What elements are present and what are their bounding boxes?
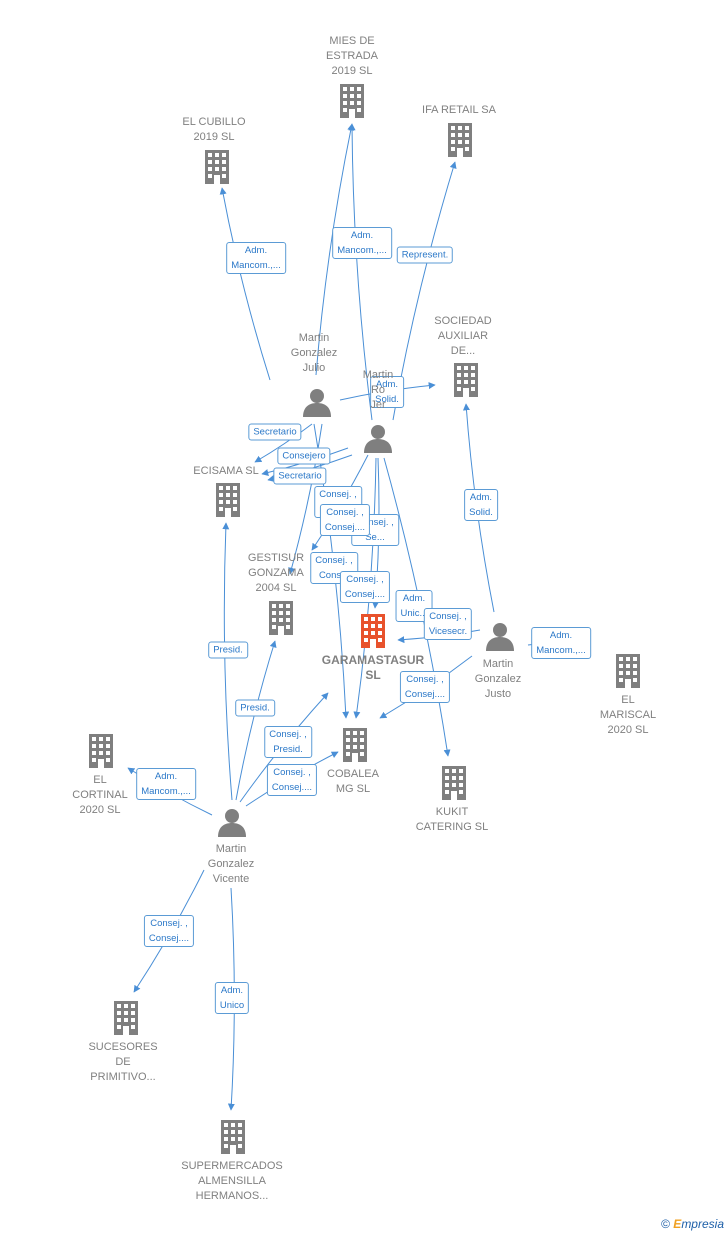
node-label-julio[interactable]: Martin Gonzalez Julio <box>290 332 338 374</box>
node-label-cobalea[interactable]: COBALEA MG SL <box>327 768 379 795</box>
node-label-sucesores[interactable]: SUCESORES DE PRIMITIVO... <box>88 1041 158 1083</box>
edge-role-label[interactable]: Consej. , Vicesecr. <box>423 608 473 640</box>
person-icon[interactable] <box>486 623 514 651</box>
building-icon[interactable] <box>114 1001 138 1035</box>
building-icon[interactable] <box>216 483 240 517</box>
edge-role-label[interactable]: Presid. <box>235 699 275 717</box>
edge-jer-to-mies <box>348 123 373 421</box>
brand-name: mpresia <box>681 1217 724 1231</box>
node-label-ifa[interactable]: IFA RETAIL SA <box>422 104 496 116</box>
edge-role-label[interactable]: Consej. , Consej.... <box>399 671 451 703</box>
node-label-kukit[interactable]: KUKIT CATERING SL <box>415 806 489 833</box>
node-label-justo[interactable]: Martin Gonzalez Justo <box>474 658 522 700</box>
footer-brand: © Empresia <box>661 1217 724 1231</box>
edge-role-label[interactable]: Secretario <box>273 467 327 485</box>
building-icon[interactable] <box>448 123 472 157</box>
node-label-sociedad[interactable]: SOCIEDAD AUXILIAR DE... <box>434 315 492 357</box>
building-icon[interactable] <box>205 150 229 184</box>
edge-vicente-to-gestisur <box>235 640 277 801</box>
edge-role-label[interactable]: Presid. <box>208 641 248 659</box>
building-icon[interactable] <box>340 84 364 118</box>
edge-role-label[interactable]: Adm. Solid. <box>464 489 498 521</box>
node-label-ecisama[interactable]: ECISAMA SL <box>193 465 259 477</box>
edge-role-label[interactable]: Represent. <box>396 246 454 264</box>
brand-logo-e: E <box>673 1217 682 1231</box>
building-icon[interactable] <box>343 728 367 762</box>
edge-julio-to-cubillo <box>219 187 271 381</box>
node-label-mies[interactable]: MIES DE ESTRADA 2019 SL <box>326 35 378 77</box>
edge-role-label[interactable]: Adm. Solid. <box>370 376 404 408</box>
edge-role-label[interactable]: Consej. , Consej.... <box>143 915 195 947</box>
copyright-icon: © <box>661 1217 670 1231</box>
building-icon[interactable] <box>89 734 113 768</box>
edge-role-label[interactable]: Consej. , Se... <box>351 514 399 546</box>
edge-role-label[interactable]: Adm. Mancom.,... <box>531 627 591 659</box>
building-icon[interactable] <box>442 766 466 800</box>
building-icon[interactable] <box>269 601 293 635</box>
building-icon[interactable] <box>361 614 385 648</box>
edge-role-label[interactable]: Adm. Unic... <box>395 590 433 622</box>
node-label-vicente[interactable]: Martin Gonzalez Vicente <box>207 843 255 885</box>
edge-role-label[interactable]: Adm. Mancom.,... <box>226 242 286 274</box>
node-label-gestisur[interactable]: GESTISUR GONZAMA 2004 SL <box>247 552 305 594</box>
edge-role-label[interactable]: Consej. , Consej.... <box>319 504 371 536</box>
edge-role-label[interactable]: Secretario <box>248 423 302 441</box>
edge-role-label[interactable]: Consej. , Consej.... <box>266 764 318 796</box>
edge-julio-to-mies <box>315 123 355 376</box>
person-icon[interactable] <box>218 809 246 837</box>
building-icon[interactable] <box>616 654 640 688</box>
edge-role-label[interactable]: Consejero <box>277 447 331 465</box>
edge-role-label[interactable]: Adm. Unico <box>214 982 250 1014</box>
node-label-supermercados[interactable]: SUPERMERCADOS ALMENSILLA HERMANOS... <box>181 1160 283 1202</box>
node-label-cubillo[interactable]: EL CUBILLO 2019 SL <box>182 116 246 143</box>
building-icon[interactable] <box>221 1120 245 1154</box>
edge-julio-to-gestisur <box>288 423 323 575</box>
edge-vicente-to-ecisama <box>222 522 233 801</box>
edge-role-label[interactable]: Consej. , Presid. <box>264 726 312 758</box>
building-icon[interactable] <box>454 363 478 397</box>
node-label-cortinal[interactable]: EL CORTINAL 2020 SL <box>72 774 128 816</box>
node-label-garama[interactable]: GARAMASTASUR SL <box>321 653 425 682</box>
node-label-jer[interactable]: Martin Ro Jer <box>362 369 394 411</box>
edge-role-label[interactable]: Consej. , Consej.... <box>339 571 391 603</box>
node-label-mariscal[interactable]: EL MARISCAL 2020 SL <box>599 694 657 736</box>
person-icon[interactable] <box>364 425 392 453</box>
edge-role-label[interactable]: Adm. Mancom.,... <box>136 768 196 800</box>
edge-julio-to-ecisama <box>254 423 313 463</box>
person-icon[interactable] <box>303 389 331 417</box>
edge-role-label[interactable]: Adm. Mancom.,... <box>332 227 392 259</box>
